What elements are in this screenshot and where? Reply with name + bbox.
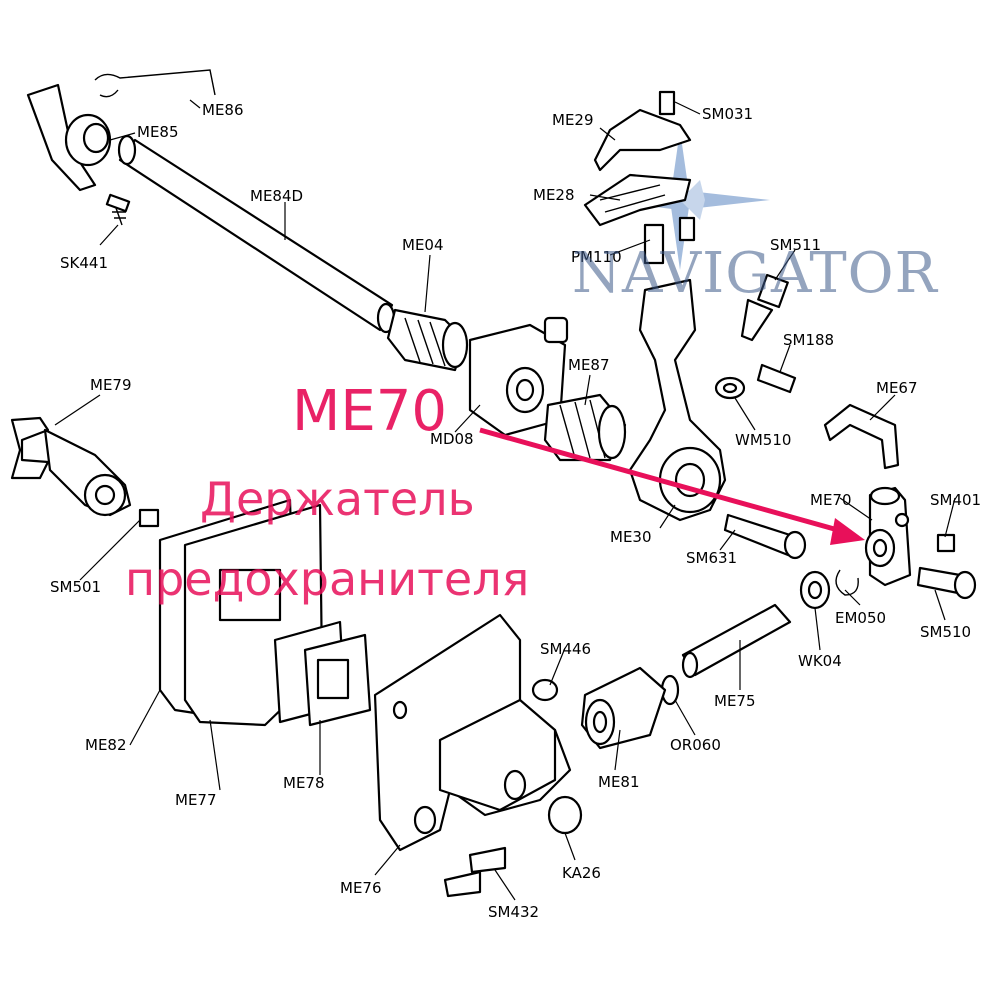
label-me28: ME28 [533, 186, 575, 204]
label-me75: ME75 [714, 692, 756, 710]
part-sm188-screw [756, 363, 797, 394]
label-sm401: SM401 [930, 491, 981, 509]
part-sm432-screws [443, 846, 507, 898]
part-me70-holder [864, 486, 912, 587]
part-me86 [94, 69, 216, 98]
highlight-annotation: ME70 Держатель предохранителя [125, 379, 865, 606]
label-md08: MD08 [430, 430, 474, 448]
part-wm510-washer [714, 376, 746, 400]
part-sm510-screw [916, 566, 977, 600]
part-me87-roller [543, 393, 627, 462]
label-me81: ME81 [598, 773, 640, 791]
part-sk441-screw [105, 193, 131, 226]
label-me82: ME82 [85, 736, 127, 754]
highlight-code: ME70 [292, 379, 447, 444]
part-sm501-screw [138, 508, 160, 528]
part-me67-wire [823, 403, 900, 470]
highlight-line1: Держатель [200, 472, 475, 526]
label-em050: EM050 [835, 609, 886, 627]
label-sm501: SM501 [50, 578, 101, 596]
label-sm510: SM510 [920, 623, 971, 641]
part-ka26-cap [547, 795, 583, 835]
highlight-line2: предохранителя [125, 552, 529, 606]
part-md08-block [468, 316, 569, 437]
label-me85: ME85 [137, 123, 179, 141]
label-pm110: PM110 [571, 248, 622, 266]
label-me78: ME78 [283, 774, 325, 792]
part-me81-sleeve [580, 666, 667, 750]
navigator-watermark: NAVIGATOR [572, 241, 939, 306]
part-me76-base [373, 613, 572, 852]
label-me76: ME76 [340, 879, 382, 897]
part-wk04-washer [799, 570, 831, 610]
label-or060: OR060 [670, 736, 721, 754]
highlight-arrow-line [479, 427, 846, 535]
label-me84d: ME84D [250, 187, 303, 205]
label-sm631: SM631 [686, 549, 737, 567]
part-me78-gasket [273, 620, 372, 727]
part-me28-spring [583, 173, 692, 227]
label-ka26: KA26 [562, 864, 601, 882]
label-me79: ME79 [90, 376, 132, 394]
label-sk441: SK441 [60, 254, 108, 272]
part-me84d-shaft [117, 134, 396, 334]
part-sm511-screw [740, 273, 789, 342]
label-sm188: SM188 [783, 331, 834, 349]
part-me29-lever [593, 90, 692, 172]
part-pm110-pin [643, 216, 696, 265]
part-sm401-screw [936, 533, 956, 553]
label-me86: ME86 [202, 101, 244, 119]
part-sm631-screw [723, 513, 807, 560]
part-labels: ME86 ME85 ME84D SK441 ME04 SM031 ME29 ME… [50, 101, 981, 921]
label-me70: ME70 [810, 491, 852, 509]
part-me75-pin [681, 603, 792, 679]
label-me30: ME30 [610, 528, 652, 546]
part-me79-fork [10, 416, 132, 517]
highlight-arrow-head [830, 518, 865, 545]
part-me04-bushing [386, 308, 469, 372]
label-me87: ME87 [568, 356, 610, 374]
label-me29: ME29 [552, 111, 594, 129]
leader-lines [54, 99, 956, 901]
label-sm432: SM432 [488, 903, 539, 921]
label-sm446: SM446 [540, 640, 591, 658]
label-me77: ME77 [175, 791, 217, 809]
part-me85 [26, 83, 112, 192]
label-wm510: WM510 [735, 431, 791, 449]
part-sm446-screw [531, 678, 559, 702]
label-sm031: SM031 [702, 105, 753, 123]
label-me67: ME67 [876, 379, 918, 397]
label-sm511: SM511 [770, 236, 821, 254]
label-wk04: WK04 [798, 652, 842, 670]
part-em050-clip [835, 569, 859, 596]
label-me04: ME04 [402, 236, 444, 254]
